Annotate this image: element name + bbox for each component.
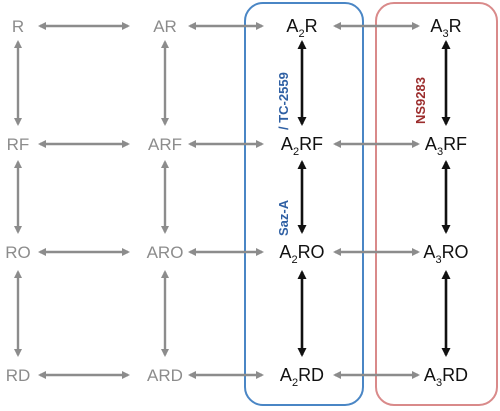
state-node: A3RO	[423, 242, 468, 266]
state-node: AR	[153, 17, 177, 36]
state-node: RD	[6, 366, 31, 385]
ns9283-label: NS9283	[413, 77, 428, 124]
state-node: A3RD	[424, 365, 468, 389]
saz-a-label: Saz-A	[276, 199, 291, 236]
tc2559-label: / TC-2559	[276, 72, 291, 130]
blue-highlight-box	[244, 2, 364, 406]
state-nodes: R RF RO RD AR ARF ARO ARD A2R A2RF A2RO A2RD A3R A3RF…	[5, 16, 468, 389]
state-node: RO	[5, 243, 31, 262]
state-node: R	[12, 17, 24, 36]
horizontal-arrows	[38, 22, 420, 379]
state-node: ARO	[147, 243, 184, 262]
vertical-arrows	[14, 40, 451, 357]
state-node: A2RF	[281, 134, 323, 158]
state-node: RF	[7, 135, 30, 154]
state-node: A2RO	[279, 242, 324, 266]
state-node: A3R	[430, 16, 461, 40]
state-node: ARF	[148, 135, 182, 154]
state-node: ARD	[147, 366, 183, 385]
red-highlight-box	[375, 2, 498, 406]
state-node: A2R	[286, 16, 317, 40]
state-node: A3RF	[425, 134, 467, 158]
state-node: A2RD	[280, 365, 324, 389]
